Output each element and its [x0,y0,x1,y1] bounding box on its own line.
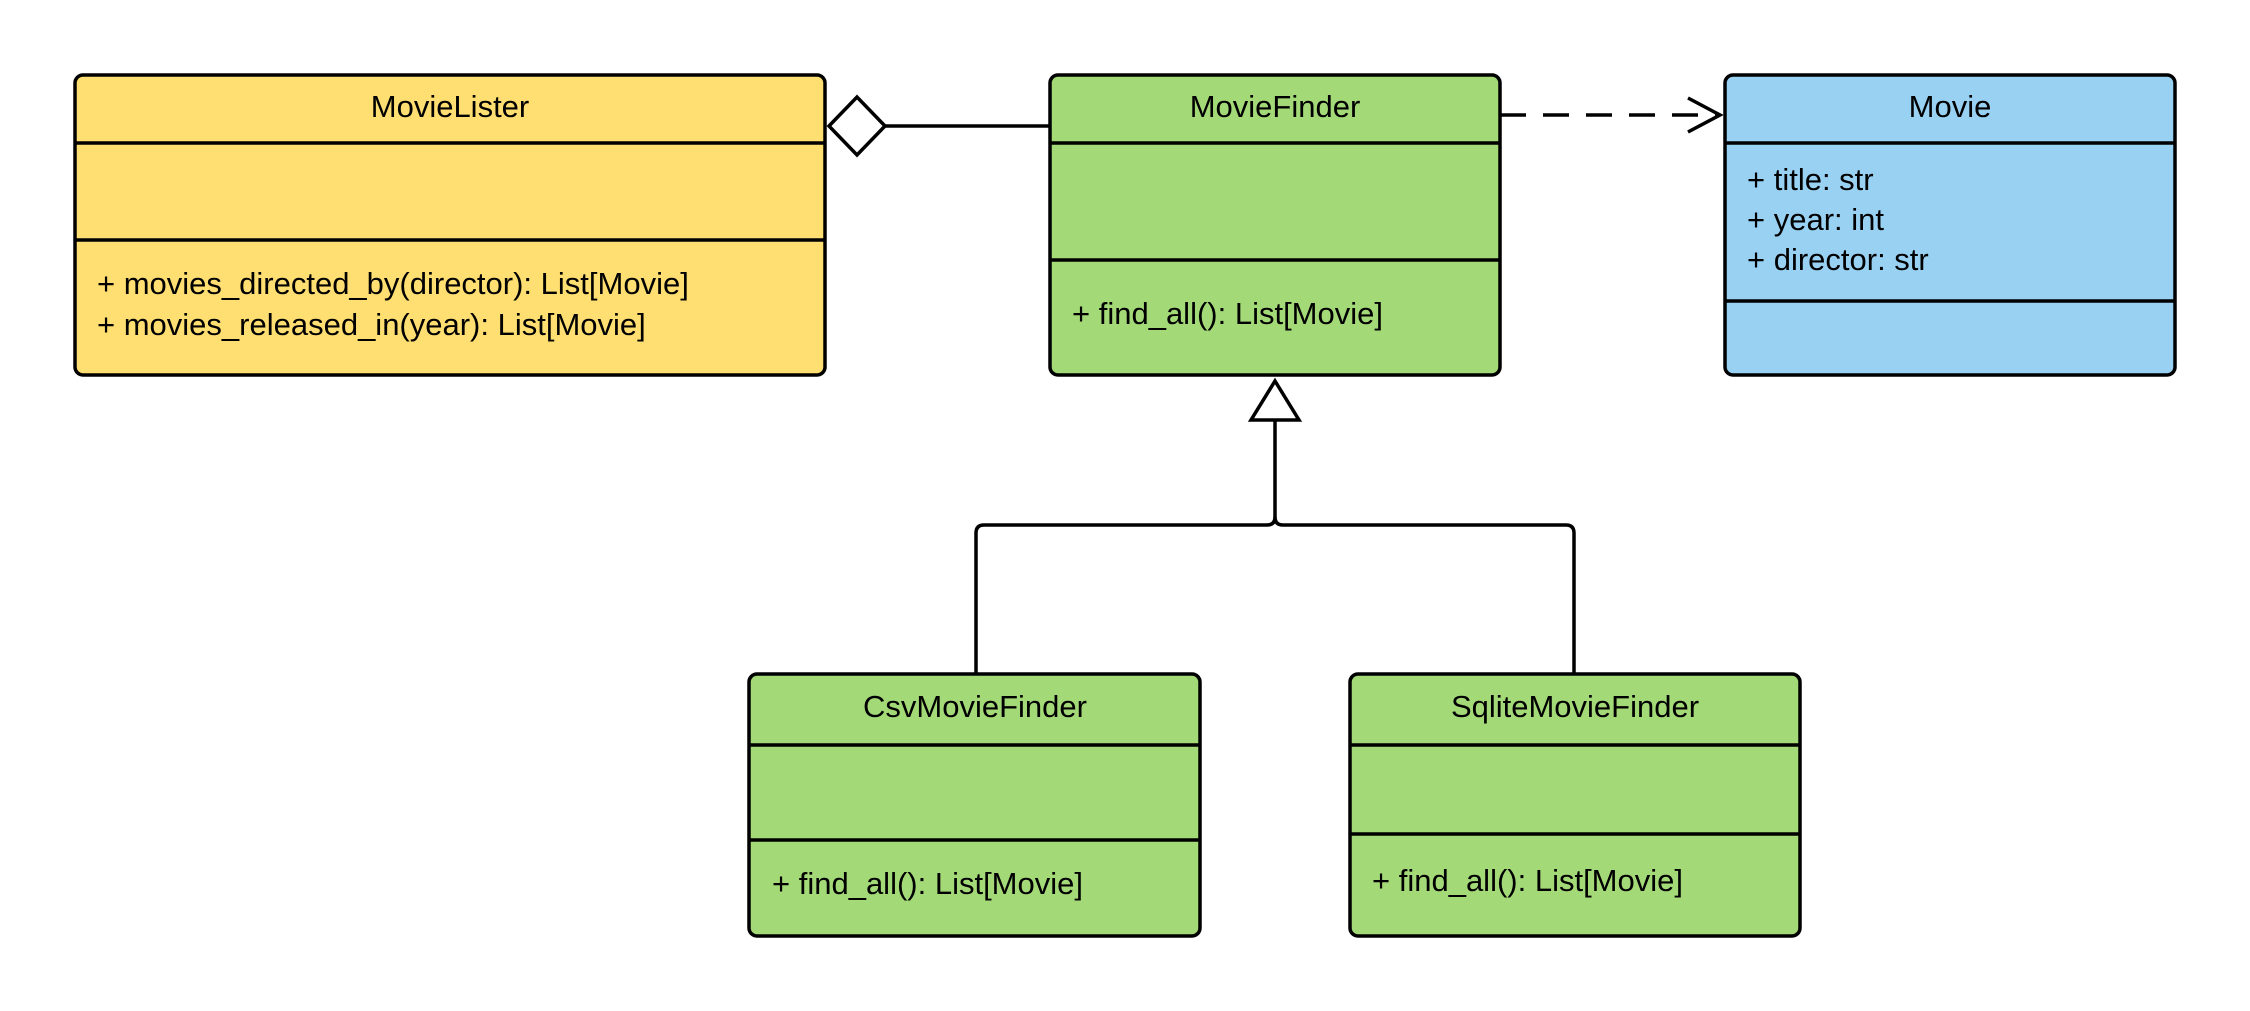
class-csv-movie-finder[interactable]: CsvMovieFinder + find_all(): List[Movie] [747,672,1202,938]
class-name: MovieLister [371,89,530,124]
open-arrowhead-icon [1687,96,1724,134]
attribute: + title: str [1747,162,1874,197]
attribute: + director: str [1747,242,1929,277]
dependency-connector [1500,96,1724,134]
class-sqlite-movie-finder[interactable]: SqliteMovieFinder + find_all(): List[Mov… [1348,672,1802,938]
class-movie[interactable]: Movie + title: str + year: int + directo… [1723,73,2177,377]
class-movie-finder[interactable]: MovieFinder + find_all(): List[Movie] [1048,73,1502,377]
class-movie-lister[interactable]: MovieLister + movies_directed_by(directo… [73,73,827,377]
class-name: SqliteMovieFinder [1451,689,1699,724]
method: + movies_directed_by(director): List[Mov… [97,266,689,301]
method: + find_all(): List[Movie] [772,866,1083,901]
inheritance-triangle-icon [1247,377,1303,422]
class-name: MovieFinder [1190,89,1361,124]
method: + find_all(): List[Movie] [1372,863,1683,898]
aggregation-connector [826,94,1050,158]
class-name: CsvMovieFinder [863,689,1087,724]
aggregation-diamond-icon [826,94,888,158]
attribute: + year: int [1747,202,1884,237]
method: + movies_released_in(year): List[Movie] [97,307,646,342]
method: + find_all(): List[Movie] [1072,296,1383,331]
generalization-connector [974,377,1576,674]
class-name: Movie [1909,89,1992,124]
